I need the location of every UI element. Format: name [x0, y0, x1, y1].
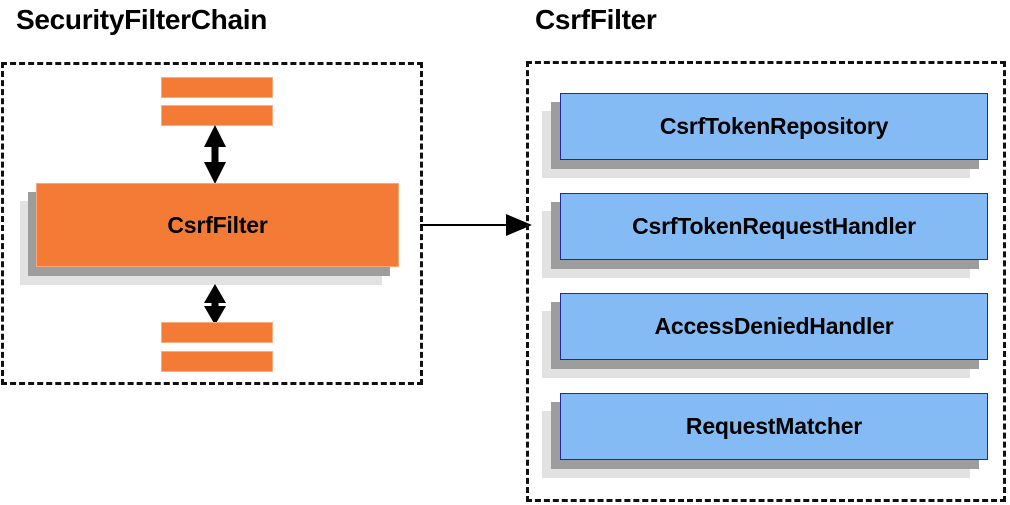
security-filter-chain-panel — [1, 62, 423, 385]
filter-bar-bottom-1 — [161, 322, 273, 343]
card-face: CsrfTokenRepository — [560, 93, 988, 160]
card-face: CsrfTokenRequestHandler — [560, 193, 988, 260]
card-face: AccessDeniedHandler — [560, 293, 988, 360]
collaborator-card-access-denied-handler[interactable]: AccessDeniedHandler — [542, 293, 988, 378]
filter-bar-top-2 — [161, 105, 273, 126]
arrow-securityfilterchain-to-csrffilter-icon — [420, 212, 532, 238]
csrf-filter-panel — [526, 61, 1006, 502]
collaborator-card-request-matcher[interactable]: RequestMatcher — [542, 393, 988, 478]
filter-bar-top-1 — [161, 77, 273, 98]
page-title-csrf-filter: CsrfFilter — [535, 4, 657, 35]
card-face: RequestMatcher — [560, 393, 988, 460]
double-arrow-above-csrf-filter-icon — [201, 125, 229, 184]
double-arrow-below-csrf-filter-icon — [201, 284, 229, 325]
collaborator-card-label: AccessDeniedHandler — [654, 313, 894, 339]
collaborator-card-csrf-token-request-handler[interactable]: CsrfTokenRequestHandler — [542, 193, 988, 278]
collaborator-card-label: CsrfTokenRepository — [659, 113, 889, 139]
collaborator-card-label: CsrfTokenRequestHandler — [632, 213, 916, 239]
csrf-filter-card-label: CsrfFilter — [167, 211, 268, 238]
card-face: CsrfFilter — [36, 183, 399, 267]
filter-bar-bottom-2 — [161, 351, 273, 372]
csrf-filter-card[interactable]: CsrfFilter — [20, 183, 399, 285]
collaborator-card-csrf-token-repository[interactable]: CsrfTokenRepository — [542, 93, 988, 178]
page-title-security-filter-chain: SecurityFilterChain — [16, 4, 268, 35]
collaborator-card-label: RequestMatcher — [685, 413, 863, 439]
